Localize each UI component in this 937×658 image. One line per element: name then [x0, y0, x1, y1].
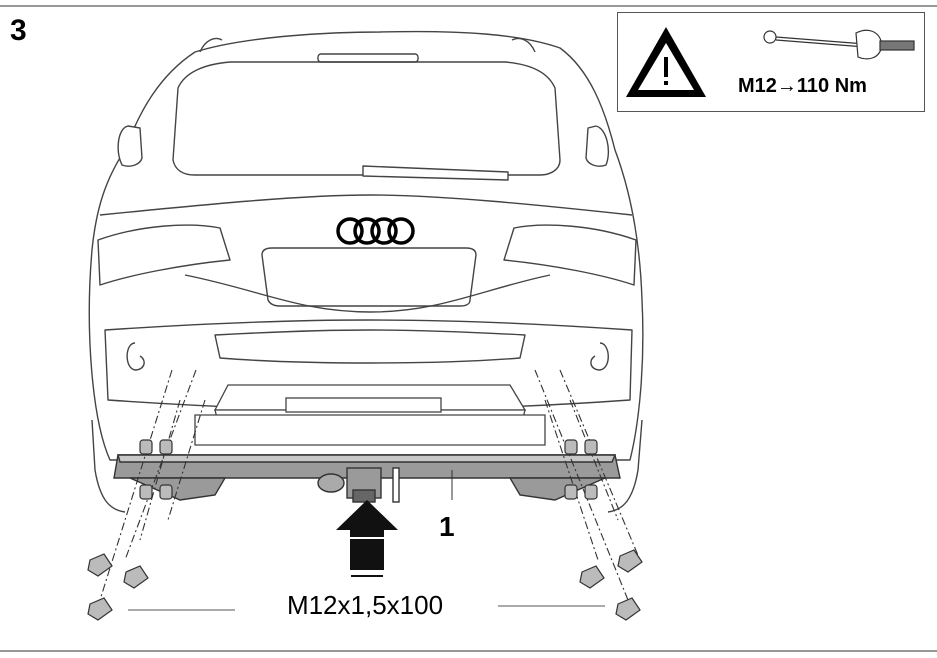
- step-number: 3: [10, 14, 27, 47]
- bolt-spec-label: M12x1,5x100: [286, 590, 444, 620]
- alignment-lines: [99, 369, 641, 601]
- insertion-arrow-icon: [336, 500, 398, 577]
- torque-icons: [626, 27, 915, 97]
- torque-spec-box: M12→110 Nm: [617, 12, 925, 112]
- part-number-label: 1: [439, 511, 455, 542]
- tow-bar-crossbar: [113, 454, 621, 503]
- torque-wrench-icon: [763, 29, 915, 60]
- torque-spec-text: M12→110 Nm: [738, 75, 867, 97]
- bolt-set: [87, 439, 643, 621]
- warning-triangle-icon: [626, 27, 706, 97]
- tow-bar-bracket: [194, 384, 546, 446]
- four-rings-emblem-icon: [336, 217, 415, 245]
